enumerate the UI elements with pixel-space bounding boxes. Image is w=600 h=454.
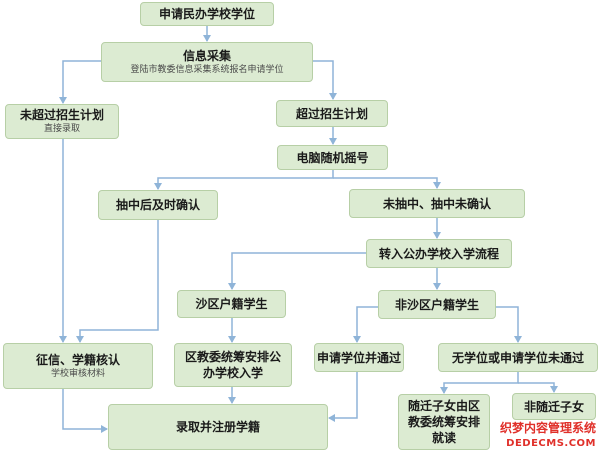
node-apply: 申请民办学校学位 xyxy=(140,2,274,26)
node-not-drawn: 未抽中、抽中未确认 xyxy=(349,189,525,218)
arrow-drawn-to-verify xyxy=(76,220,159,343)
node-apply-label: 申请民办学校学位 xyxy=(158,7,255,21)
arrow-passed-to-enroll xyxy=(328,372,358,422)
node-not-exceed: 未超过招生计划 直接录取 xyxy=(5,104,119,139)
node-local-hukou: 沙区户籍学生 xyxy=(177,290,286,318)
node-apply-passed: 申请学位并通过 xyxy=(314,343,404,372)
node-drawn-confirm: 抽中后及时确认 xyxy=(98,190,218,220)
arrow-info-to-not-exceed xyxy=(59,60,101,104)
node-exceed-label: 超过招生计划 xyxy=(295,106,368,121)
node-local-hukou-label: 沙区户籍学生 xyxy=(195,297,268,311)
arrow-noplace-to-migrant xyxy=(440,372,519,394)
node-district-arrange-label: 区教委统筹安排公办学校入学 xyxy=(185,350,282,380)
node-not-exceed-label: 未超过招生计划 xyxy=(19,108,104,122)
arrow-nonlocal-to-noplace xyxy=(496,306,522,343)
node-no-place: 无学位或申请学位未通过 xyxy=(438,343,598,372)
node-exceed: 超过招生计划 xyxy=(276,100,388,127)
node-migrant: 随迁子女由区教委统筹安排就读 xyxy=(398,394,490,450)
arrow-lottery-to-drawn xyxy=(154,170,334,190)
node-verify-label: 征信、学籍核认 xyxy=(35,352,120,367)
node-enroll: 录取并注册学籍 xyxy=(108,404,328,450)
arrow-transfer-to-local xyxy=(228,252,366,290)
node-enroll-label: 录取并注册学籍 xyxy=(175,420,260,434)
arrow-verify-to-enroll xyxy=(62,389,108,433)
node-district-arrange: 区教委统筹安排公办学校入学 xyxy=(174,343,292,387)
node-transfer-label: 转入公办学校入学流程 xyxy=(378,246,499,261)
watermark-line2: DEDECMS.COM xyxy=(506,438,596,449)
node-info-label: 信息采集 xyxy=(182,48,231,63)
node-lottery: 电脑随机摇号 xyxy=(277,145,388,170)
node-nonmigrant-label: 非随迁子女 xyxy=(523,399,584,414)
arrow-info-to-exceed xyxy=(313,60,337,100)
node-nonlocal-hukou: 非沙区户籍学生 xyxy=(378,290,496,319)
node-lottery-label: 电脑随机摇号 xyxy=(296,150,369,165)
arrow-lottery-to-not-drawn xyxy=(333,177,441,189)
node-transfer: 转入公办学校入学流程 xyxy=(366,239,512,268)
node-nonmigrant: 非随迁子女 xyxy=(512,393,596,420)
node-info: 信息采集 登陆市教委信息采集系统报名申请学位 xyxy=(101,42,313,82)
node-verify: 征信、学籍核认 学校审核材料 xyxy=(3,343,153,389)
arrow-noplace-to-nonmigrant xyxy=(518,382,558,393)
node-no-place-label: 无学位或申请学位未通过 xyxy=(451,350,584,365)
node-nonlocal-hukou-label: 非沙区户籍学生 xyxy=(394,297,479,312)
node-drawn-confirm-label: 抽中后及时确认 xyxy=(115,198,200,212)
watermark: 织梦内容管理系统 DEDECMS.COM xyxy=(500,421,596,451)
node-not-exceed-sub: 直接录取 xyxy=(43,124,80,134)
node-not-drawn-label: 未抽中、抽中未确认 xyxy=(382,196,491,211)
arrow-nonlocal-to-passed xyxy=(353,306,378,343)
watermark-line1: 织梦内容管理系统 xyxy=(499,421,596,435)
node-apply-passed-label: 申请学位并通过 xyxy=(316,350,401,365)
node-migrant-label: 随迁子女由区教委统筹安排就读 xyxy=(407,399,480,445)
node-info-sub: 登陆市教委信息采集系统报名申请学位 xyxy=(130,64,284,75)
node-verify-sub: 学校审核材料 xyxy=(50,368,105,379)
